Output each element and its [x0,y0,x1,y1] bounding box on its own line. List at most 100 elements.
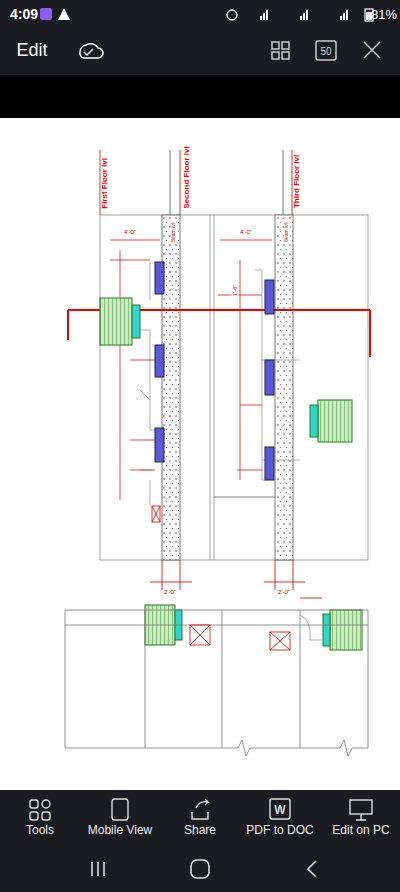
drawing-rect [306,10,308,20]
drawing-rect [272,42,279,49]
drawing-line [240,260,241,480]
drawing-path [300,615,323,640]
drawing-line [65,625,368,626]
drawing-line [237,470,262,471]
toolbar-button: Tools [26,824,54,837]
drawing-line [150,582,192,583]
drawing-path [80,44,103,58]
drawing-rect [265,280,274,314]
drawing-rect [323,614,330,646]
drawing-line [130,470,155,471]
drawing-line [275,560,276,590]
drawing-rect [316,41,336,60]
toolbar-button: Edit on PC [332,824,389,837]
status-bar [0,0,400,30]
drawing-rect [318,400,352,442]
drawing-line [67,310,69,340]
drawing-rect [162,215,180,560]
drawing-rect [0,75,400,118]
drawing-rect [155,428,164,462]
drawing-rect [0,0,400,30]
drawing-path [58,8,70,20]
drawing-line [369,310,371,357]
dimension: 4'-0" [123,229,137,236]
level-note: Beam lvl [284,222,290,243]
drawing-path [140,262,155,505]
drawing-line [170,150,171,215]
drawing-rect [191,860,209,878]
drawing-rect [350,800,372,814]
drawing-path [192,799,208,819]
plan-drawing [65,598,368,756]
drawing-line [65,610,368,611]
drawing-rect [260,16,262,20]
drawing-path [84,49,93,55]
drawing-rect [266,10,268,20]
drawing-rect [346,10,348,20]
drawing-line [110,240,160,241]
level-note: Beam lvl [171,222,177,243]
drawing-line [152,506,160,522]
drawing-path [190,625,210,645]
drawing-line [162,560,163,590]
toolbar-button: PDF to DOC [246,824,313,837]
drawing-line [220,240,272,241]
dimension: 1'-6" [232,283,239,297]
drawing-g [272,41,380,60]
drawing-line [283,150,284,215]
drawing-rect [343,13,345,20]
drawing-circle [227,10,237,20]
drawing-rect [0,790,400,850]
drawing-rect [100,298,132,345]
drawing-rect [155,262,164,294]
drawing-line [180,560,181,590]
drawing-rect [303,13,305,20]
drawing-line [180,150,181,215]
drawing-line [65,610,66,748]
drawing-line [130,360,155,361]
drawing-line [300,610,301,748]
word-icon: W [274,803,286,817]
drawing-line [145,610,146,748]
drawing-rect [270,799,290,819]
drawing-line [240,405,262,406]
level-label: Second Floor lvl [183,145,192,209]
drawing-line [293,560,294,590]
drawing-rect [155,345,164,377]
level-label: First Floor lvl [101,157,110,210]
drawing-line [214,497,275,498]
dimension: 4'-0" [239,229,253,236]
page-count: 50 [320,46,331,57]
drawing-line [65,748,238,749]
drawing-g [92,860,316,878]
drawing-path [364,42,380,58]
drawing-rect [0,30,400,75]
toolbar-button: Share [184,824,216,837]
drawing-rect [112,799,128,820]
drawing-line [222,610,223,748]
drawing-rect [265,360,274,395]
battery-level: 81% [371,8,397,22]
drawing-line [300,598,322,599]
drawing-rect [272,52,279,59]
drawing-rect [340,16,342,20]
drawing-line [130,440,155,441]
drawing-rect [152,506,160,522]
drawing-rect [263,13,265,20]
drawing-rect [300,16,302,20]
drawing-g [110,240,272,500]
status-time: 4:09 [10,7,38,22]
drawing-rect [330,610,362,650]
section-drawing [68,150,370,590]
drawing-line [352,748,368,749]
pdf-page [0,118,400,790]
drawing-line [120,250,121,500]
drawing-line [210,215,211,560]
drawing-g [30,799,372,820]
drawing-rect [282,52,289,59]
drawing-rect [0,850,400,892]
drawing-rect [270,632,290,650]
drawing-path [140,390,152,470]
